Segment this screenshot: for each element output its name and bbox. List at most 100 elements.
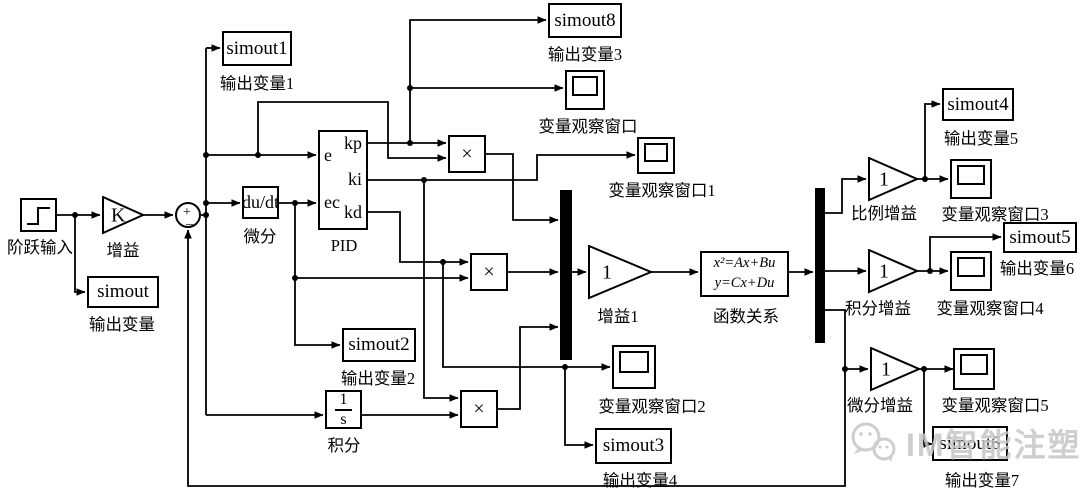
state-space-line2: y=Cx+Du xyxy=(714,275,775,291)
pid-port-kd: kd xyxy=(344,202,362,222)
gain1-value: 1 xyxy=(602,261,612,283)
pid-port-ec: ec xyxy=(324,192,340,212)
scope-caption: 变量观察窗口 xyxy=(538,117,638,136)
scope3-screen xyxy=(957,165,985,185)
step-input-block[interactable] xyxy=(20,198,57,232)
junction-dot xyxy=(922,176,928,182)
pid-port-e: e xyxy=(324,145,332,165)
product1-symbol: × xyxy=(461,142,473,165)
gain-k-caption: 增益 xyxy=(106,241,140,260)
derivative-text: du/dt xyxy=(242,192,280,212)
scope5-caption: 变量观察窗口5 xyxy=(941,396,1049,415)
sum-minus-sign: _ xyxy=(186,212,193,227)
simout-block[interactable]: simout xyxy=(87,276,159,308)
gain-i-block[interactable]: 1 xyxy=(868,249,919,294)
scope2-caption: 变量观察窗口2 xyxy=(598,397,706,416)
simout1-text: simout1 xyxy=(226,37,288,59)
junction-dot xyxy=(421,177,427,183)
gain1-caption: 增益1 xyxy=(597,307,639,326)
simout5-text: simout5 xyxy=(1009,226,1071,248)
gain-d-caption: 微分增益 xyxy=(847,396,913,415)
gain-p-block[interactable]: 1 xyxy=(868,157,919,202)
gain-k-block[interactable]: K xyxy=(102,196,145,235)
junction-dot xyxy=(842,366,848,372)
product-block-3[interactable]: × xyxy=(460,390,498,428)
gain-p-caption: 比例增益 xyxy=(851,204,917,223)
wire xyxy=(423,180,459,402)
state-space-block[interactable]: x²=Ax+Bu y=Cx+Du xyxy=(700,251,789,297)
gain-d-block[interactable]: 1 xyxy=(870,347,921,392)
feedback-wire xyxy=(184,229,846,487)
derivative-caption: 微分 xyxy=(243,227,277,246)
simout-caption: 输出变量 xyxy=(89,315,155,334)
simout8-block[interactable]: simout8 xyxy=(548,3,622,38)
junction-dot xyxy=(407,140,413,146)
product3-symbol: × xyxy=(473,397,485,420)
scope3-block[interactable] xyxy=(950,159,992,199)
integrator-caption: 积分 xyxy=(327,436,361,455)
wire xyxy=(924,100,941,179)
gain-p-value: 1 xyxy=(879,168,889,190)
demux-bar[interactable] xyxy=(815,188,825,343)
wire xyxy=(74,215,86,296)
product-block-1[interactable]: × xyxy=(448,135,486,173)
simout6-text: simout6 xyxy=(939,432,1001,454)
integrator-numerator: 1 xyxy=(339,390,348,408)
gain-k-value: K xyxy=(111,204,126,226)
wire xyxy=(825,175,867,214)
wire xyxy=(294,203,341,349)
step-input-caption: 阶跃输入 xyxy=(7,238,73,257)
wire xyxy=(367,151,636,181)
simout4-text: simout4 xyxy=(947,93,1009,115)
wire xyxy=(257,101,447,162)
simout3-caption: 输出变量4 xyxy=(602,471,678,490)
scope1-block[interactable] xyxy=(637,137,675,174)
junction-dot xyxy=(407,85,413,91)
simout8-text: simout8 xyxy=(554,9,616,31)
gain-d-value: 1 xyxy=(881,358,891,380)
wire xyxy=(409,16,547,143)
integrator-block[interactable]: 1 s xyxy=(325,390,362,429)
pid-block[interactable]: e ec kp ki kd xyxy=(318,130,368,230)
gain1-block[interactable]: 1 xyxy=(588,245,653,300)
scope-block[interactable] xyxy=(565,70,605,110)
sum-block[interactable]: + _ xyxy=(175,202,201,228)
simout6-block[interactable]: simout6 xyxy=(932,426,1008,461)
derivative-block[interactable]: du/dt xyxy=(242,186,279,219)
junction-dot xyxy=(292,200,298,206)
simout3-block[interactable]: simout3 xyxy=(595,428,672,464)
scope4-block[interactable] xyxy=(950,251,992,291)
junction-dot xyxy=(72,212,78,218)
gain-i-value: 1 xyxy=(879,260,889,282)
junction-dot xyxy=(292,275,298,281)
simout5-caption: 输出变量6 xyxy=(999,259,1075,278)
scope2-screen xyxy=(619,351,649,373)
wire xyxy=(498,323,559,410)
simout5-block[interactable]: simout5 xyxy=(1003,222,1077,253)
simout2-block[interactable]: simout2 xyxy=(342,328,416,362)
junction-dot xyxy=(203,200,209,206)
pid-caption: PID xyxy=(330,236,358,255)
scope5-block[interactable] xyxy=(953,348,995,390)
wire xyxy=(442,262,611,371)
scope4-caption: 变量观察窗口4 xyxy=(936,299,1044,318)
mux-bar[interactable] xyxy=(560,190,572,360)
wires xyxy=(57,16,1002,487)
state-space-caption: 函数关系 xyxy=(713,307,779,326)
wire xyxy=(564,367,594,449)
junction-dot xyxy=(255,152,261,158)
simout-text: simout xyxy=(97,281,149,302)
junction-dot xyxy=(927,268,933,274)
simout1-block[interactable]: simout1 xyxy=(222,31,292,66)
step-waveform-icon xyxy=(27,207,50,225)
junction-dot xyxy=(562,364,568,370)
wire xyxy=(825,309,869,373)
scope5-screen xyxy=(960,354,988,375)
pid-port-kp: kp xyxy=(344,133,362,153)
wire xyxy=(486,153,559,224)
product-block-2[interactable]: × xyxy=(470,253,508,291)
scope2-block[interactable] xyxy=(612,345,656,389)
simout4-block[interactable]: simout4 xyxy=(942,88,1014,121)
